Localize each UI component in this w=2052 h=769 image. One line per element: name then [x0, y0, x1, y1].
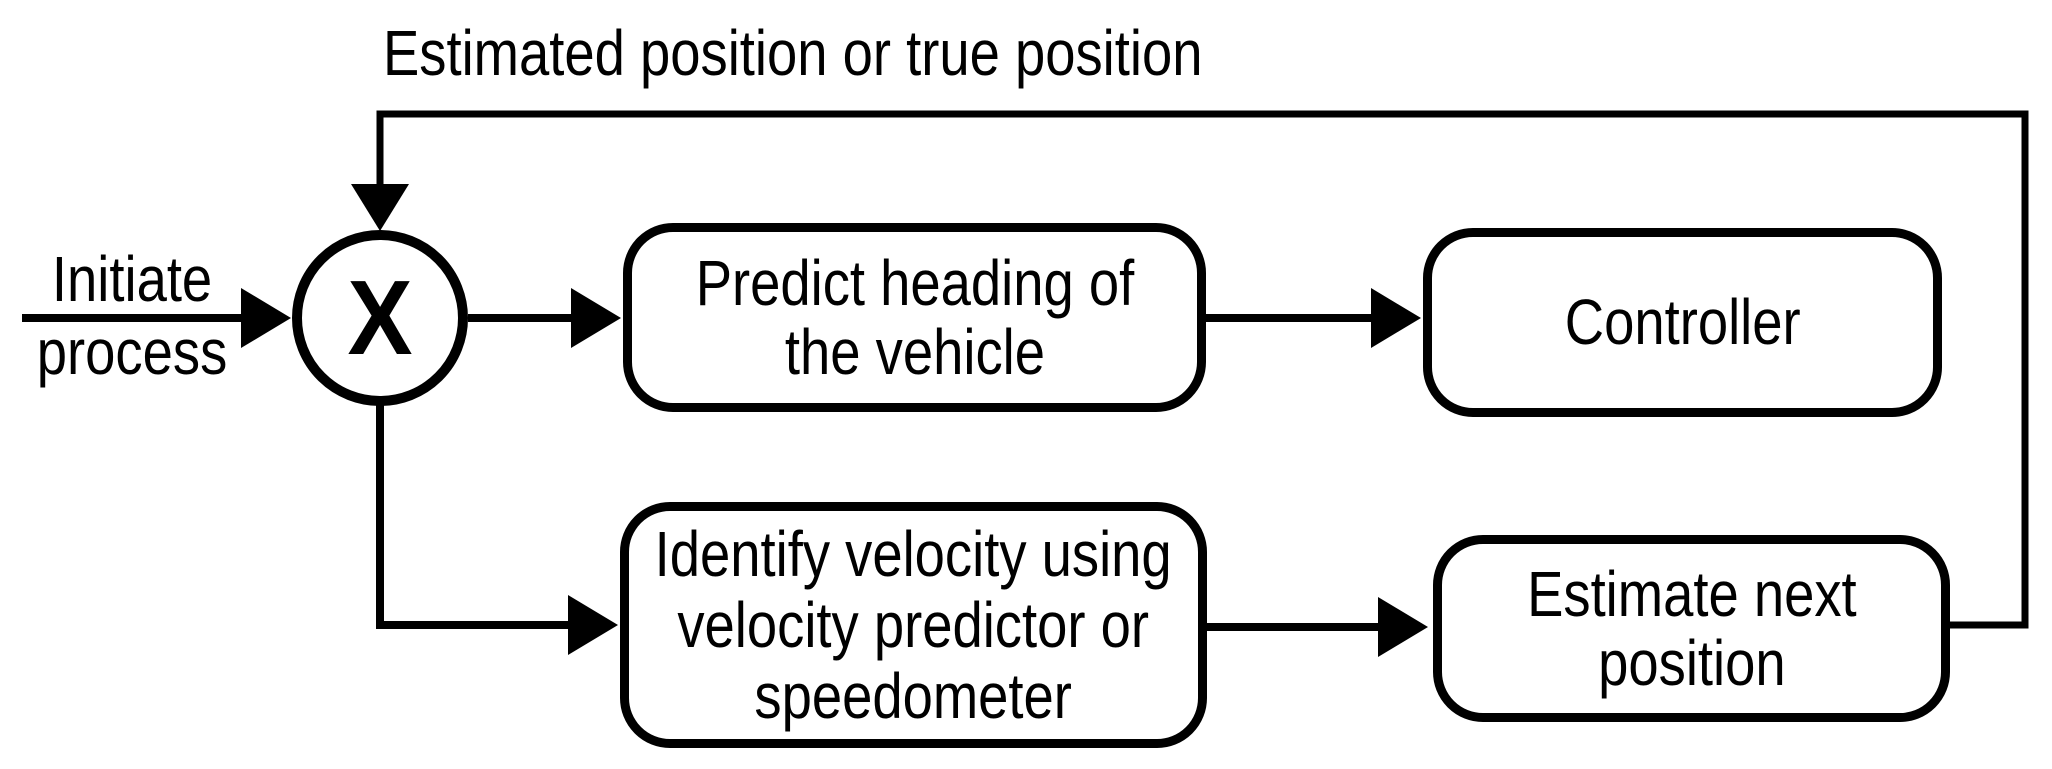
- node-predict-heading-line1: Predict heading of: [695, 246, 1134, 319]
- node-controller-label: Controller: [1564, 286, 1801, 358]
- node-estimate-next-position: Estimate next position: [1433, 535, 1950, 722]
- node-estimate-next-line1: Estimate next: [1526, 557, 1857, 630]
- feedback-arrowhead-icon: [351, 184, 409, 231]
- node-estimate-next-line2: position: [1597, 626, 1786, 699]
- node-controller: Controller: [1423, 228, 1942, 417]
- node-predict-heading: Predict heading of the vehicle: [623, 223, 1206, 412]
- feedback-label: Estimated position or true position: [383, 18, 1347, 88]
- junction-x-symbol: X: [347, 258, 413, 377]
- start-label: Initiate process: [0, 243, 264, 389]
- junction-to-identify-arrowhead-icon: [568, 595, 618, 655]
- start-label-line2: process: [36, 316, 228, 388]
- node-predict-heading-line2: the vehicle: [784, 315, 1045, 388]
- junction-circle: [292, 230, 468, 406]
- node-identify-velocity-line3: speedometer: [754, 659, 1073, 732]
- feedback-loop-path: [376, 110, 2029, 629]
- initiate-arrowhead-icon: [241, 288, 291, 348]
- predict-to-controller-arrowhead-icon: [1371, 288, 1421, 348]
- identify-to-estimate-arrowhead-icon: [1378, 597, 1428, 657]
- node-identify-velocity: Identify velocity using velocity predict…: [620, 502, 1207, 748]
- junction-to-identify-path: [376, 405, 570, 629]
- feedback-label-text: Estimated position or true position: [383, 17, 1203, 89]
- node-identify-velocity-line2: velocity predictor or: [677, 588, 1150, 661]
- start-label-line1: Initiate: [51, 243, 213, 315]
- node-identify-velocity-line1: Identify velocity using: [654, 517, 1173, 590]
- junction-to-predict-arrowhead-icon: [571, 288, 621, 348]
